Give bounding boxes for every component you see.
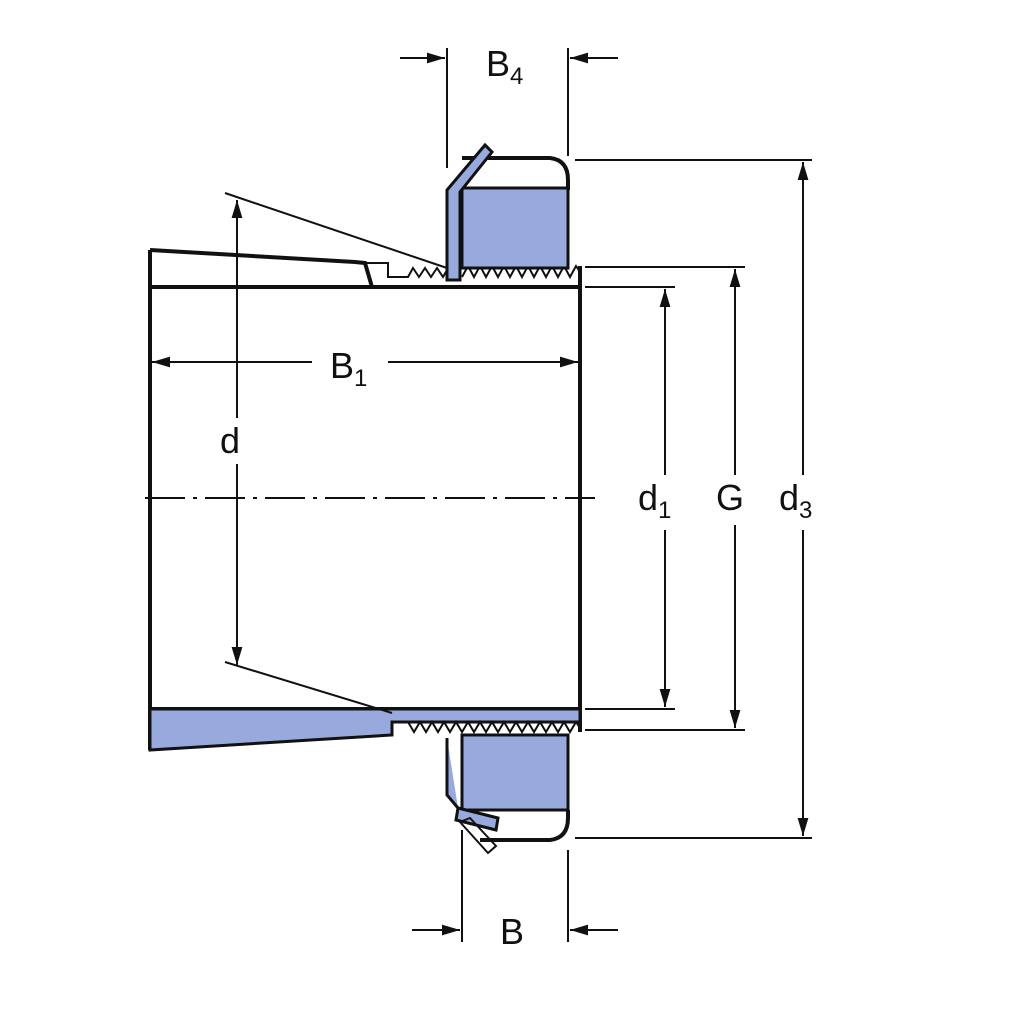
ext-lines-B4 — [446, 48, 569, 168]
sleeve — [148, 248, 582, 752]
thread-top-left — [365, 262, 448, 279]
taper-line-top — [224, 192, 448, 269]
lock-nut-top — [445, 142, 570, 282]
thread-top — [461, 263, 581, 280]
ext-lines-G — [585, 266, 745, 731]
label-B4: B4 — [486, 43, 523, 90]
ext-lines-d1 — [585, 286, 675, 710]
label-B1: B1 — [330, 345, 367, 392]
lock-nut-bottom — [445, 733, 570, 855]
lock-washer-tab — [458, 816, 498, 855]
taper-line-bottom — [224, 661, 393, 714]
ext-lines-B — [461, 830, 569, 942]
thread-bottom — [392, 720, 581, 734]
label-B: B — [500, 911, 524, 952]
label-d3: d3 — [779, 477, 812, 524]
lock-washer-bottom — [445, 738, 500, 832]
label-G: G — [716, 477, 744, 518]
ext-lines-d3 — [575, 159, 812, 839]
lock-washer-top — [445, 142, 495, 282]
label-d: d — [220, 420, 240, 461]
sleeve-taper-top — [149, 248, 374, 288]
label-d1: d1 — [638, 477, 671, 524]
